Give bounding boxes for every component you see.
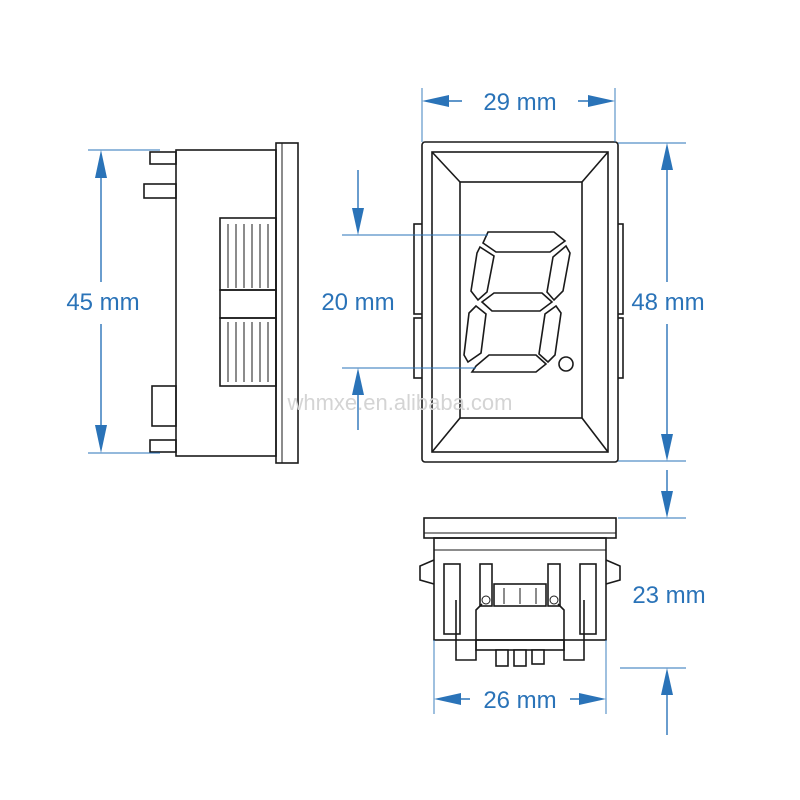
side-view [143,142,299,464]
bottom-clip-right [605,559,621,585]
watermark: whmxe.en.alibaba.com [286,390,512,415]
bottom-pin-1 [495,649,509,667]
bottom-connector [493,583,547,607]
dimension-digit-height: 20 mm [321,170,488,430]
label-side-height: 45 mm [66,289,139,316]
dimension-depth: 23 mm [618,470,706,735]
bottom-clip-left [419,559,435,585]
front-bezel-outer [421,141,619,463]
segment-f [470,245,495,302]
label-top-width: 29 mm [483,89,556,116]
bottom-leg-left [455,600,483,661]
side-clip-bottom [151,385,177,427]
seven-segment-digit [463,231,574,373]
label-depth: 23 mm [632,582,705,609]
side-latch-band [219,289,277,319]
side-clip-top [143,183,177,199]
side-pin-bottom [149,439,177,453]
side-body [175,149,277,457]
front-view [413,141,624,463]
bottom-flange [423,517,617,539]
bottom-pin-base [475,639,565,651]
side-pin-top [149,151,177,165]
segment-c [538,304,562,364]
side-latch-lower [219,317,277,387]
label-digit-height: 20 mm [321,289,394,316]
dimension-bottom-width: 26 mm [433,640,607,714]
label-bottom-width: 26 mm [483,687,556,714]
bottom-leg-right [557,600,585,661]
label-front-height: 48 mm [631,289,704,316]
bottom-post-4 [579,563,597,635]
dimension-front-height: 48 mm [618,142,705,462]
bottom-pin-3 [531,649,545,665]
segment-dp [558,356,574,372]
dimension-top-width: 29 mm [421,88,616,142]
segment-a [481,231,567,253]
bottom-pin-2 [513,649,527,667]
bottom-view [419,517,621,667]
bottom-post-2 [479,563,493,607]
segment-e [463,304,487,364]
segment-g [480,292,554,312]
bottom-post-1 [443,563,461,635]
front-bezel-inner [431,151,609,453]
side-flange [275,142,299,464]
dimension-side-height: 45 mm [66,149,160,454]
segment-d [470,354,548,373]
segment-b [546,244,571,302]
front-window [459,181,583,419]
bottom-post-3 [547,563,561,607]
